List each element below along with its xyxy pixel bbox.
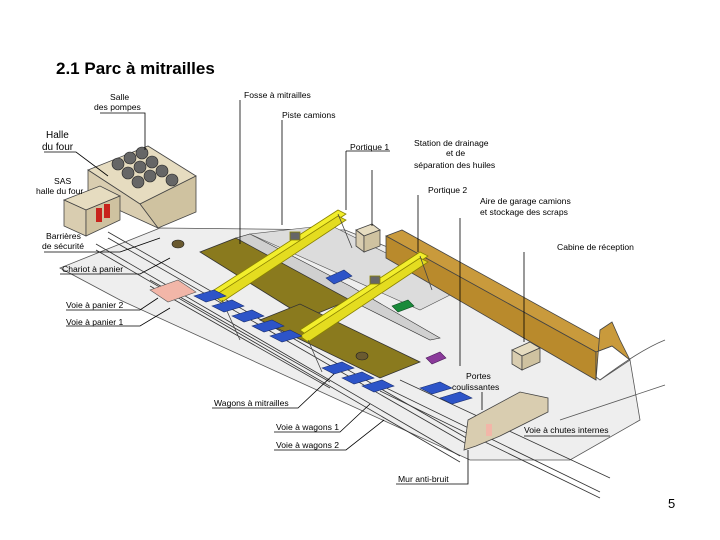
gantry-crane-2 (299, 251, 433, 373)
label-voie-panier2: Voie à panier 2 (66, 300, 124, 310)
label-portique2: Portique 2 (428, 185, 467, 195)
label-station-2: et de (446, 148, 465, 158)
label-portique1: Portique 1 (350, 142, 389, 152)
label-portes-2: coulissantes (452, 382, 499, 392)
slide-title: 2.1 Parc à mitrailles (56, 59, 215, 78)
scrap-pit (199, 233, 441, 379)
reception-cabin (511, 341, 541, 371)
label-station-3: séparation des huiles (414, 160, 495, 170)
basket-cart-2 (355, 351, 369, 361)
sas-building (62, 185, 121, 237)
scrap-wagons (193, 289, 473, 405)
label-sas-2: halle du four (36, 186, 83, 196)
sliding-door (486, 424, 492, 436)
label-station-1: Station de drainage (414, 138, 489, 148)
label-salle-pompes-2: des pompes (94, 102, 141, 112)
label-cabine: Cabine de réception (557, 242, 634, 252)
purple-truck (425, 351, 447, 365)
label-sas-1: SAS (54, 176, 71, 186)
label-wagons: Wagons à mitrailles (214, 398, 289, 408)
label-aire-2: et stockage des scraps (480, 207, 568, 217)
gantry-crane-1 (213, 209, 353, 341)
sas-door-2 (104, 204, 110, 218)
label-aire-1: Aire de garage camions (480, 196, 571, 206)
label-chariot: Chariot à panier (62, 264, 123, 274)
leader-lines (44, 100, 610, 485)
noise-wall (463, 391, 549, 451)
label-salle-pompes-1: Salle (110, 92, 129, 102)
storage-shed (385, 229, 631, 381)
label-fosse: Fosse à mitrailles (244, 90, 311, 100)
page-number: 5 (668, 496, 676, 511)
drainage-station (355, 223, 381, 253)
label-voie-wagons1: Voie à wagons 1 (276, 422, 339, 432)
label-mur: Mur anti-bruit (398, 474, 449, 484)
basket-cart-1 (171, 239, 185, 249)
label-piste: Piste camions (282, 110, 336, 120)
diagram-labels: Salle des pompes Halle du four SAS halle… (36, 90, 634, 484)
label-halle-four-2: du four (42, 142, 74, 153)
road-curve (599, 339, 666, 381)
basket-track (149, 279, 197, 303)
label-portes-1: Portes (466, 371, 491, 381)
label-voie-wagons2: Voie à wagons 2 (276, 440, 339, 450)
label-barrieres-2: de sécurité (42, 241, 84, 251)
label-voie-panier1: Voie à panier 1 (66, 317, 124, 327)
pump-fans (111, 146, 179, 189)
label-voie-chutes: Voie à chutes internes (524, 425, 609, 435)
label-halle-four-1: Halle (46, 130, 69, 141)
pump-house-building (87, 145, 197, 229)
label-barrieres-1: Barrières (46, 231, 81, 241)
road-curve-2 (559, 384, 666, 421)
green-truck (391, 299, 415, 313)
blue-truck (325, 269, 353, 285)
sas-door (96, 208, 102, 222)
